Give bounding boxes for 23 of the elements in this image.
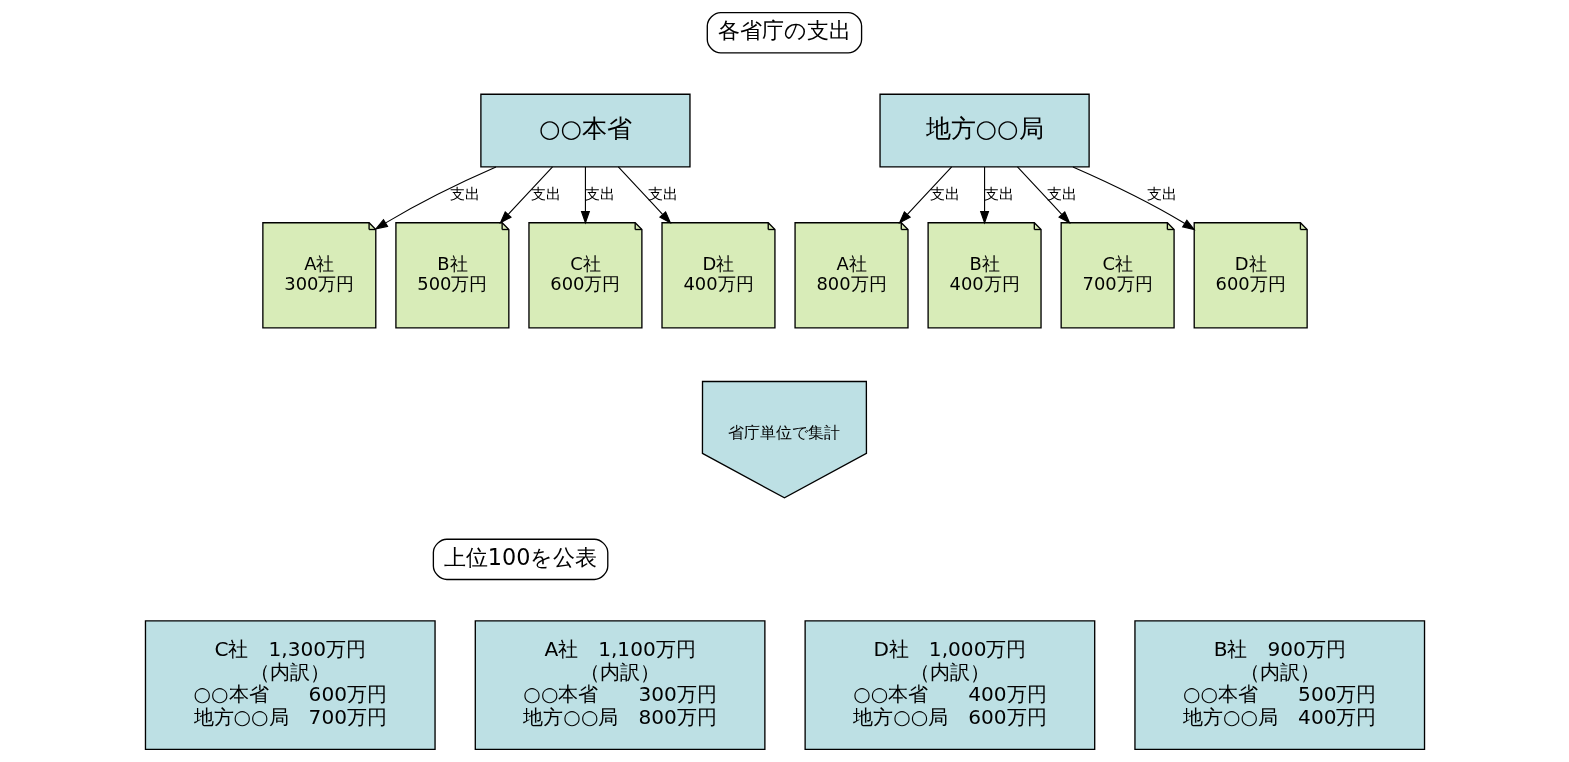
arrow: [498, 166, 553, 224]
arrow: [979, 166, 989, 225]
edge-label: 支出: [1046, 185, 1077, 202]
node-box: 上位100を公表: [432, 538, 608, 581]
edge-label: 支出: [929, 185, 960, 202]
node-box: 地方○○局: [878, 93, 1090, 168]
arrow: [1016, 166, 1071, 224]
arrow: [374, 166, 496, 230]
edge-label: 支出: [449, 185, 480, 202]
edge-label: 支出: [647, 185, 678, 202]
arrow: [580, 166, 590, 225]
arrow: [897, 166, 952, 224]
edge-label: 支出: [530, 185, 561, 202]
node-box: ○○本省: [479, 93, 691, 168]
node-box: C社 1,300万円 （内訳） ○○本省 600万円 地方○○局 700万円: [144, 620, 436, 751]
edge-label: 支出: [1146, 185, 1177, 202]
node-box: B社 900万円 （内訳） ○○本省 500万円 地方○○局 400万円: [1133, 620, 1425, 751]
arrow: [617, 166, 672, 224]
node-box: D社 1,000万円 （内訳） ○○本省 400万円 地方○○局 600万円: [803, 620, 1095, 751]
node-box: A社 1,100万円 （内訳） ○○本省 300万円 地方○○局 800万円: [474, 620, 766, 751]
edge-label: 支出: [983, 185, 1014, 202]
node-box: 各省庁の支出: [706, 11, 862, 54]
edge-label: 支出: [584, 185, 615, 202]
